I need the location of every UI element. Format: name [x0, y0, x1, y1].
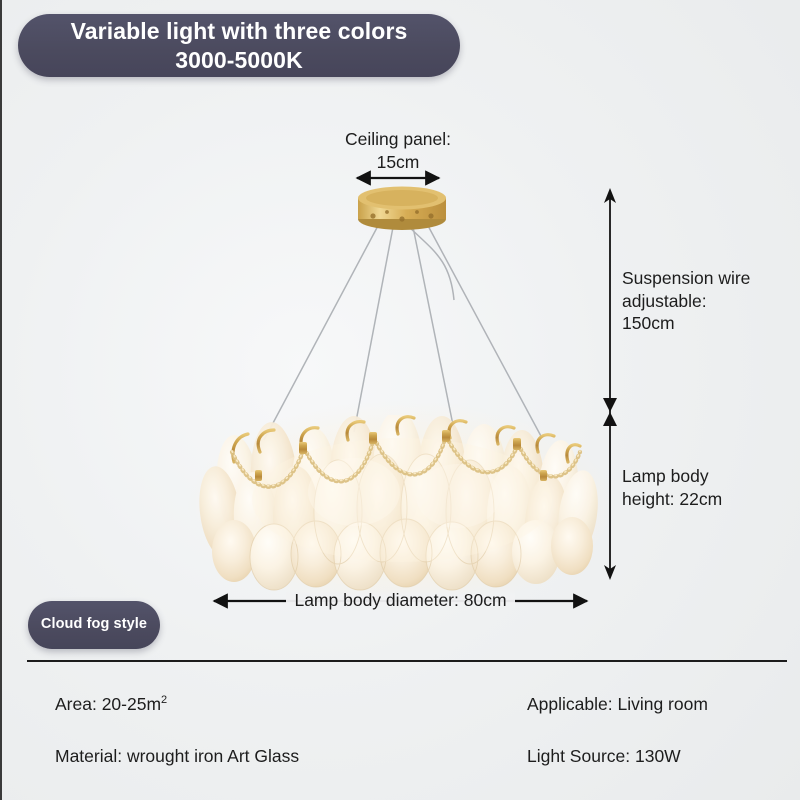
- style-badge-label: Cloud fog style: [40, 616, 148, 633]
- title-line-2: 3000-5000K: [175, 46, 303, 73]
- suspension-wire-label: Suspension wire adjustable: 150cm: [622, 268, 751, 334]
- title-line-1: Variable light with three colors: [70, 18, 408, 45]
- spec-area: Area: 20-25m2: [55, 694, 167, 715]
- ceiling-panel-label: Ceiling panel: 15cm: [344, 129, 452, 172]
- lamp-body-diameter-label: Lamp body diameter: 80cm: [209, 590, 592, 611]
- spec-light-source: Light Source: 130W: [527, 746, 681, 766]
- title-badge: Variable light with three colors 3000-50…: [18, 14, 460, 77]
- ceiling-canopy: [358, 186, 446, 230]
- lamp-body-height-label: Lamp body height: 22cm: [622, 466, 723, 509]
- section-divider: [27, 660, 787, 662]
- spec-material: Material: wrought iron Art Glass: [55, 746, 300, 766]
- spec-list: Area: 20-25m2 Applicable: Living room Ma…: [2, 676, 800, 796]
- spec-area-label: Area: 20-25m: [55, 694, 162, 714]
- style-badge: Cloud fog style: [28, 601, 160, 649]
- spec-applicable: Applicable: Living room: [527, 694, 708, 714]
- lamp-body-diameter-text: Lamp body diameter: 80cm: [286, 590, 515, 610]
- spec-area-superscript: 2: [161, 694, 168, 707]
